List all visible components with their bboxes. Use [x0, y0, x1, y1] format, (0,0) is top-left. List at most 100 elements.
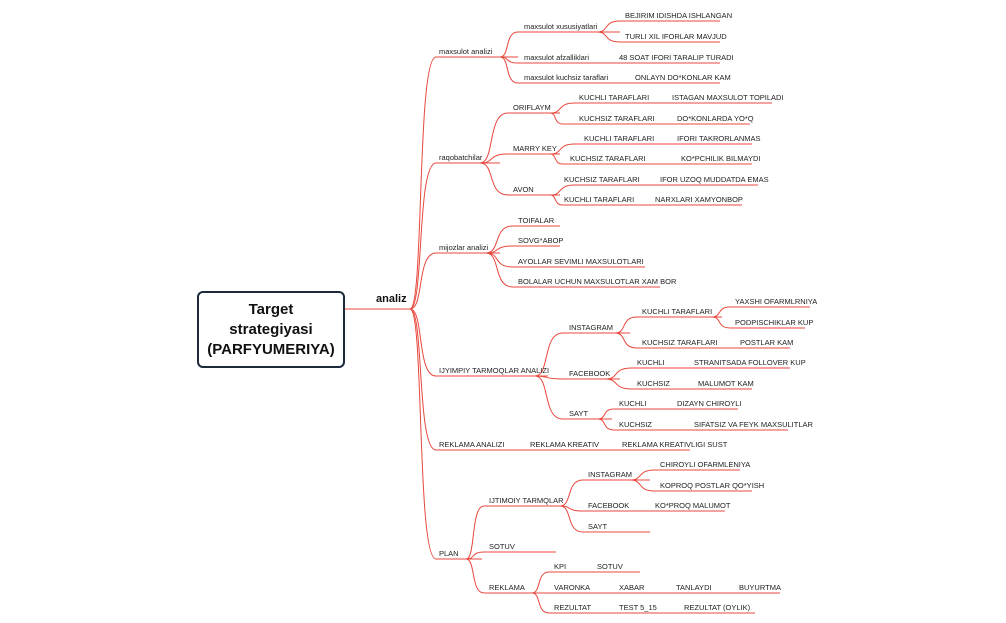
root-node[interactable]: Target strategiyasi (PARFYUMERIYA) — [197, 291, 345, 368]
node-raqobatchilar[interactable]: raqobatchilar — [439, 153, 483, 162]
node-marry-key[interactable]: MARRY KEY — [513, 144, 557, 153]
node-sotuv[interactable]: SOTUV — [489, 542, 515, 551]
connector-branch — [409, 162, 437, 310]
leaf-avon-kuchsiz-val[interactable]: IFOR UZOQ MUDDATDA EMAS — [660, 175, 769, 184]
leaf-yaxshi-ofarmlrniya[interactable]: YAXSHI OFARMLRNIYA — [735, 297, 818, 306]
leaf-bolalar[interactable]: BOLALAR UCHUN MAXSULOTLAR XAM BOR — [518, 277, 677, 286]
leaf-sovgabop[interactable]: SOVG*ABOP — [518, 236, 564, 245]
leaf-instagram-kuchsiz[interactable]: KUCHSIZ TARAFLARI — [642, 338, 718, 347]
leaf-tanlaydi[interactable]: TANLAYDI — [676, 583, 712, 592]
leaf-bejirim[interactable]: BEJIRIM IDISHDA ISHLANGAN — [625, 11, 733, 20]
node-reklama-kreativ[interactable]: REKLAMA KREATIV — [530, 440, 600, 449]
connector — [614, 332, 638, 349]
leaf-instagram-kuchli[interactable]: KUCHLI TARAFLARI — [642, 307, 713, 316]
leaf-marry-kuchli-val[interactable]: IFORI TAKRORLANMAS — [677, 134, 761, 143]
leaf-marry-kuchli[interactable]: KUCHLI TARAFLARI — [584, 134, 655, 143]
connector — [485, 252, 514, 268]
connector — [597, 408, 615, 420]
leaf-oriflaym-kuchsiz[interactable]: KUCHSIZ TARAFLARI — [579, 114, 655, 123]
node-oriflaym[interactable]: ORIFLAYM — [513, 103, 551, 112]
node-rezultat[interactable]: REZULTAT — [554, 603, 592, 612]
connector — [485, 252, 514, 288]
connector-branch — [409, 56, 437, 310]
leaf-toifalar[interactable]: TOIFALAR — [518, 216, 555, 225]
connector — [531, 592, 550, 614]
leaf-xabar[interactable]: XABAR — [619, 583, 645, 592]
leaf-dizayn[interactable]: DIZAYN CHIROYLI — [677, 399, 742, 408]
node-plan-instagram[interactable]: INSTAGRAM — [588, 470, 633, 479]
leaf-malumot-kam[interactable]: MALUMOT KAM — [698, 379, 754, 388]
connector — [479, 162, 509, 196]
node-instagram[interactable]: INSTAGRAM — [569, 323, 614, 332]
node-maxsulot-analizi[interactable]: maxsulot analizi — [439, 47, 493, 56]
leaf-oriflaym-kuchli[interactable]: KUCHLI TARAFLARI — [579, 93, 650, 102]
node-maxsulot-afzalliklari[interactable]: maxsulot afzalliklari — [524, 53, 590, 62]
leaf-turli-xil[interactable]: TURLI XIL IFORLAR MAVJUD — [625, 32, 727, 41]
leaf-podpischiklar[interactable]: PODPISCHIKLAR KUP — [735, 318, 814, 327]
connector-branch — [409, 308, 437, 451]
leaf-48-soat[interactable]: 48 SOAT IFORI TARALIP TURADI — [619, 53, 734, 62]
leaf-chiroyli[interactable]: CHIROYLI OFARMLENIYA — [660, 460, 751, 469]
node-maxsulot-kuchsiz[interactable]: maxsulot kuchsiz taraflari — [524, 73, 609, 82]
connector — [479, 153, 509, 164]
node-maxsulot-xususiyatlari[interactable]: maxsulot xususiyatlari — [524, 22, 598, 31]
connector — [549, 143, 576, 155]
leaf-koproq-malumot[interactable]: KO*PROQ MALUMOT — [655, 501, 731, 510]
connector — [549, 112, 564, 125]
node-reklama-analizi[interactable]: REKLAMA ANALIZI — [439, 440, 505, 449]
leaf-sayt-kuchsiz[interactable]: KUCHSIZ — [619, 420, 652, 429]
connector — [531, 571, 550, 594]
connector — [534, 375, 564, 420]
leaf-stranitsada[interactable]: STRANITSADA FOLLOVER KUP — [694, 358, 806, 367]
connector — [549, 153, 564, 165]
connector — [549, 184, 576, 196]
connector — [596, 31, 621, 43]
connector — [549, 194, 564, 206]
leaf-marry-kuchsiz-val[interactable]: KO*PCHILIK BILMAYDI — [681, 154, 761, 163]
connector — [549, 102, 576, 114]
leaf-onlayn[interactable]: ONLAYN DO*KONLAR KAM — [635, 73, 731, 82]
node-sayt[interactable]: SAYT — [569, 409, 589, 418]
leaf-postlar-kam[interactable]: POSTLAR KAM — [740, 338, 794, 347]
leaf-marry-kuchsiz[interactable]: KUCHSIZ TARAFLARI — [570, 154, 646, 163]
leaf-avon-kuchsiz[interactable]: KUCHSIZ TARAFLARI — [564, 175, 640, 184]
connector — [534, 332, 564, 377]
leaf-avon-kuchli-val[interactable]: NARXLARI XAMYONBOP — [655, 195, 743, 204]
main-branch-label[interactable]: analiz — [376, 293, 407, 305]
node-ijtimoiy-tarmoqlar-analizi[interactable]: IJYIMPIY TARMOQLAR ANALIZI — [439, 366, 550, 375]
connector — [711, 316, 731, 329]
node-plan-sayt[interactable]: SAYT — [588, 522, 608, 531]
leaf-avon-kuchli[interactable]: KUCHLI TARAFLARI — [564, 195, 635, 204]
leaf-rezultat-oylik[interactable]: REZULTAT (OYLIK) — [684, 603, 751, 612]
leaf-buyurtma[interactable]: BUYURTMA — [739, 583, 781, 592]
connector — [534, 375, 564, 380]
node-facebook[interactable]: FACEBOOK — [569, 369, 611, 378]
node-avon[interactable]: AVON — [513, 185, 534, 194]
leaf-koproq-postlar[interactable]: KOPROQ POSTLAR QO*YISH — [660, 481, 765, 490]
node-kpi[interactable]: KPI — [554, 562, 567, 571]
leaf-ayollar[interactable]: AYOLLAR SEVIMLI MAXSULOTLARI — [518, 257, 644, 266]
leaf-sayt-kuchli[interactable]: KUCHLI — [619, 399, 647, 408]
leaf-oriflaym-kuchli-val[interactable]: ISTAGAN MAXSULOT TOPILADI — [672, 93, 784, 102]
node-reklama[interactable]: REKLAMA — [489, 583, 525, 592]
connector — [479, 112, 509, 164]
leaf-kpi-sotuv[interactable]: SOTUV — [597, 562, 623, 571]
node-plan-facebook[interactable]: FACEBOOK — [588, 501, 630, 510]
node-mijozlar-analizi[interactable]: mijozlar analizi — [439, 243, 489, 252]
node-plan[interactable]: PLAN — [439, 549, 459, 558]
leaf-reklama-kreativligi[interactable]: REKLAMA KREATIVLIGI SUST — [622, 440, 728, 449]
connector — [614, 316, 638, 334]
leaf-test[interactable]: TEST 5_15 — [619, 603, 657, 612]
connector — [629, 469, 656, 481]
connector — [596, 20, 621, 33]
connector — [597, 418, 615, 431]
leaf-facebook-kuchli[interactable]: KUCHLI — [637, 358, 665, 367]
root-title-line3: (PARFYUMERIYA) — [207, 340, 335, 358]
node-varonka[interactable]: VARONKA — [554, 583, 591, 592]
leaf-oriflaym-kuchsiz-val[interactable]: DO*KONLARDA YO*Q — [677, 114, 754, 123]
leaf-facebook-kuchsiz[interactable]: KUCHSIZ — [637, 379, 670, 388]
leaf-sifatsiz[interactable]: SIFATSIZ VA FEYK MAXSULITLAR — [694, 420, 813, 429]
connector — [711, 306, 731, 318]
node-ijtimoiy-tarmqlar[interactable]: IJTIMOIY TARMQLAR — [489, 496, 564, 505]
